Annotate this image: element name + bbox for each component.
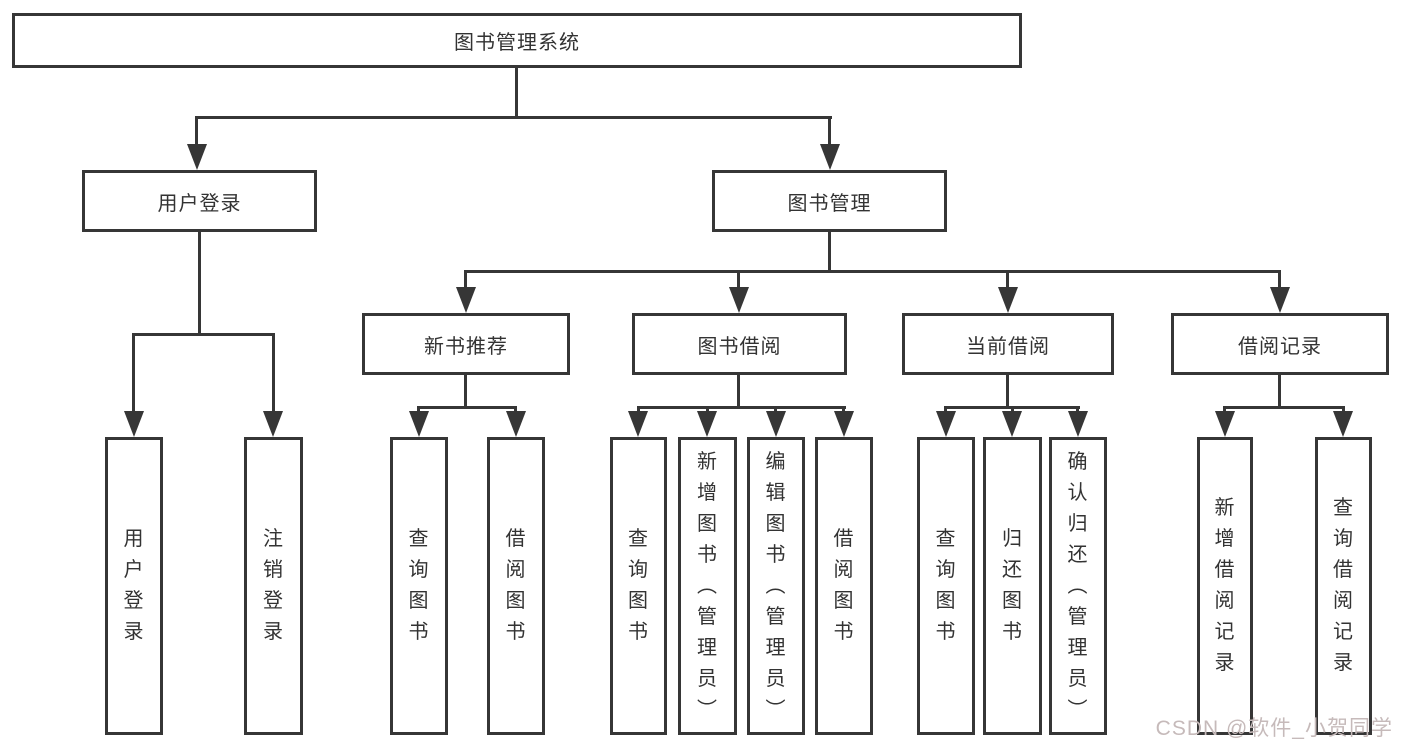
leaf-query-books-borrowing: 查询图书	[610, 437, 667, 735]
connector-line	[1006, 270, 1009, 292]
leaf-add-borrow-record: 新增借阅记录	[1197, 437, 1253, 735]
node-label: 确认归还︵管理员︶	[1067, 450, 1089, 721]
leaf-add-books-admin: 新增图书︵管理员︶	[678, 437, 737, 735]
node-label: 当前借阅	[966, 335, 1050, 358]
node-label: 图书借阅	[697, 335, 782, 358]
leaf-logout: 注销登录	[244, 437, 303, 735]
arrowhead-down-icon	[1215, 411, 1235, 437]
node-library-management-system: 图书管理系统	[12, 13, 1022, 68]
connector-line	[1342, 406, 1345, 415]
connector-line	[514, 406, 517, 415]
connector-line	[198, 232, 201, 336]
node-label: 新增借阅记录	[1214, 497, 1236, 674]
connector-line	[828, 116, 831, 148]
arrowhead-down-icon	[1333, 411, 1353, 437]
leaf-query-books-current: 查询图书	[917, 437, 975, 735]
connector-line	[417, 406, 420, 415]
node-label: 查询图书	[935, 528, 957, 643]
arrowhead-down-icon	[834, 411, 854, 437]
connector-line	[637, 406, 640, 415]
connector-line	[464, 270, 467, 292]
node-label: 用户登录	[157, 192, 242, 215]
node-new-book-recommend: 新书推荐	[362, 313, 570, 375]
connector-line	[1076, 406, 1079, 415]
connector-line	[464, 375, 467, 409]
arrowhead-down-icon	[1002, 411, 1022, 437]
csdn-watermark: CSDN @软件_小贺同学	[1155, 717, 1393, 740]
node-label: 图书管理系统	[454, 32, 580, 54]
arrowhead-down-icon	[124, 411, 144, 437]
leaf-user-login: 用户登录	[105, 437, 163, 735]
connector-line	[195, 116, 832, 119]
node-label: 用户登录	[123, 528, 145, 643]
connector-line	[944, 406, 947, 415]
arrowhead-down-icon	[1270, 287, 1290, 313]
leaf-query-borrow-record: 查询借阅记录	[1315, 437, 1372, 735]
connector-line	[464, 270, 1281, 273]
node-user-login: 用户登录	[82, 170, 317, 232]
connector-line	[417, 406, 517, 409]
arrowhead-down-icon	[506, 411, 526, 437]
connector-line	[1278, 375, 1281, 409]
node-label: 编辑图书︵管理员︶	[765, 450, 787, 721]
connector-line	[842, 406, 845, 415]
node-label: 查询图书	[408, 528, 430, 643]
node-label: 借阅图书	[833, 528, 855, 643]
connector-line	[132, 333, 275, 336]
connector-line	[515, 68, 518, 118]
leaf-return-books: 归还图书	[983, 437, 1042, 735]
node-book-management: 图书管理	[712, 170, 947, 232]
leaf-borrow-books-recommend: 借阅图书	[487, 437, 545, 735]
leaf-borrow-books: 借阅图书	[815, 437, 873, 735]
leaf-edit-books-admin: 编辑图书︵管理员︶	[747, 437, 805, 735]
node-current-borrowing: 当前借阅	[902, 313, 1114, 375]
arrowhead-down-icon	[409, 411, 429, 437]
node-borrowing-records: 借阅记录	[1171, 313, 1389, 375]
node-label: 注销登录	[263, 528, 284, 643]
connector-line	[637, 406, 846, 409]
node-label: 查询图书	[628, 528, 649, 643]
node-label: 图书管理	[787, 192, 872, 215]
arrowhead-down-icon	[1068, 411, 1088, 437]
arrowhead-down-icon	[998, 287, 1018, 313]
node-book-borrowing: 图书借阅	[632, 313, 847, 375]
arrowhead-down-icon	[729, 287, 749, 313]
connector-line	[737, 375, 740, 409]
connector-line	[1006, 375, 1009, 409]
node-label: 查询借阅记录	[1333, 497, 1354, 674]
arrowhead-down-icon	[820, 144, 840, 170]
arrowhead-down-icon	[628, 411, 648, 437]
node-label: 借阅图书	[505, 528, 527, 643]
node-label: 新书推荐	[424, 335, 508, 358]
node-label: 新增图书︵管理员︶	[697, 450, 718, 721]
arrowhead-down-icon	[766, 411, 786, 437]
arrowhead-down-icon	[187, 144, 207, 170]
connector-line	[1278, 270, 1281, 292]
connector-line	[195, 116, 198, 148]
connector-line	[1011, 406, 1014, 415]
arrowhead-down-icon	[456, 287, 476, 313]
arrowhead-down-icon	[697, 411, 717, 437]
connector-line	[774, 406, 777, 415]
connector-line	[1223, 406, 1226, 415]
leaf-confirm-return-admin: 确认归还︵管理员︶	[1049, 437, 1107, 735]
connector-line	[737, 270, 740, 292]
connector-line	[132, 333, 135, 413]
arrowhead-down-icon	[263, 411, 283, 437]
leaf-query-books-recommend: 查询图书	[390, 437, 448, 735]
connector-line	[1223, 406, 1345, 409]
connector-line	[706, 406, 709, 415]
connector-line	[828, 232, 831, 273]
node-label: 借阅记录	[1238, 335, 1322, 358]
connector-line	[272, 333, 275, 413]
arrowhead-down-icon	[936, 411, 956, 437]
node-label: 归还图书	[1002, 528, 1023, 643]
